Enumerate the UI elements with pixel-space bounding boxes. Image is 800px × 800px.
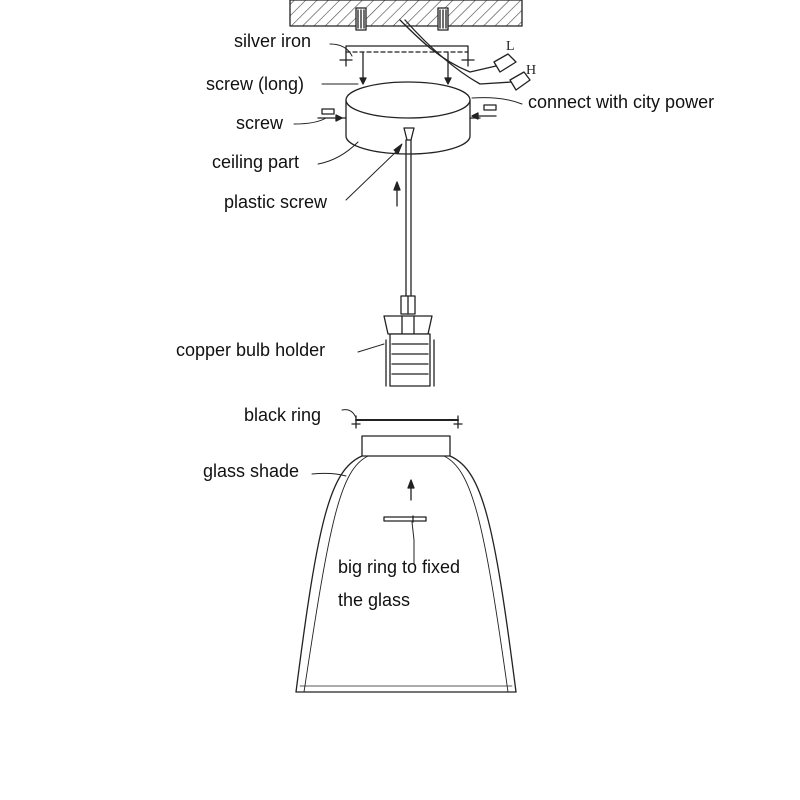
label-silver-iron: silver iron [234, 31, 312, 51]
long-screw-right [444, 51, 452, 85]
up-arrow-shade [407, 479, 415, 501]
label-plastic-screw: plastic screw [224, 192, 328, 212]
wire-tag-live: L [506, 39, 515, 54]
black-ring [351, 415, 463, 429]
label-black-ring: black ring [244, 405, 322, 425]
glass-shade [295, 435, 517, 693]
label-screw-long: screw (long) [206, 74, 305, 94]
ceiling-part-canopy [335, 81, 481, 155]
suspension-cable [405, 139, 412, 297]
label-glass-shade: glass shade [203, 461, 300, 481]
ceiling-anchor-right [437, 7, 449, 31]
label-connect-city-power: connect with city power [528, 92, 715, 112]
wire-tag-neutral: H [526, 63, 536, 78]
plastic-screw [403, 127, 415, 141]
copper-bulb-holder [383, 295, 435, 387]
silver-iron-bracket [339, 45, 475, 67]
up-arrow-canopy [393, 181, 401, 207]
label-big-ring-line2: the glass [338, 590, 411, 610]
label-big-ring-line1: big ring to fixed [338, 557, 461, 577]
ceiling-slab [289, 0, 523, 27]
label-ceiling-part: ceiling part [212, 152, 300, 172]
label-screw: screw [236, 113, 284, 133]
city-power-wires [399, 19, 531, 91]
leader-lines [293, 43, 523, 565]
big-ring [383, 515, 427, 523]
ceiling-anchor-left [355, 7, 367, 31]
side-screw-right [471, 104, 497, 120]
label-copper-bulb-holder: copper bulb holder [176, 340, 326, 360]
long-screw-left [359, 51, 367, 85]
side-screw-left [317, 108, 343, 122]
